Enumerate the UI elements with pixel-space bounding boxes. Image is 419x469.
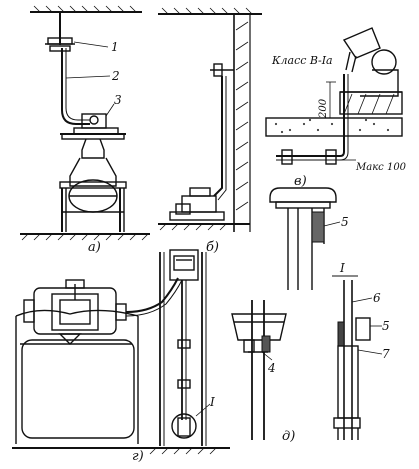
callout-3: 3 — [114, 93, 122, 107]
detail-circle-I — [171, 413, 197, 439]
callout-4: 4 — [267, 361, 276, 375]
panel-b: б) — [158, 7, 262, 255]
detail-5: 5 — [269, 187, 349, 290]
wall-hatch-b — [235, 21, 249, 211]
leader-2 — [65, 75, 111, 79]
bracket-mid-a — [49, 45, 71, 52]
cup-d — [231, 313, 287, 341]
floor-slab-v — [265, 117, 403, 137]
seal-5 — [311, 211, 325, 243]
panel-label-b: б) — [206, 240, 219, 255]
panel-label-v: в) — [294, 174, 307, 189]
machine-body-g — [21, 339, 135, 439]
panel-a: 1 2 3 а) — [20, 5, 150, 255]
panel-label-d: д) — [282, 429, 295, 444]
fixture-v — [342, 27, 381, 59]
tube-7 — [337, 345, 359, 419]
cap-top — [269, 187, 337, 203]
callout-6: 6 — [373, 291, 381, 305]
conduit-b — [213, 76, 223, 197]
dimension-200: 200 — [318, 98, 329, 119]
panel-d: 4 д) — [231, 300, 295, 444]
dimension-max: Макс 100 — [355, 162, 407, 173]
switch-box-g — [169, 249, 199, 281]
underfloor-conduit-v — [276, 148, 345, 157]
sleeve-5 — [355, 317, 371, 341]
hazard-class-label: Класс В-Iа — [271, 54, 333, 67]
detail-header-I: I — [339, 261, 345, 275]
base-b — [169, 211, 225, 221]
callout-2: 2 — [111, 69, 120, 83]
conduit-a — [61, 48, 90, 125]
detail-mark-I: I — [209, 395, 215, 409]
panel-v: Класс В-Iа 200 Макс 100 в) — [265, 27, 407, 189]
motor-shaft — [23, 299, 35, 323]
machine-frame-g — [15, 316, 139, 444]
slab-texture-v — [274, 118, 390, 134]
pump-cone-a — [69, 157, 117, 187]
callout-5b: 5 — [382, 319, 390, 333]
panel-label-a: а) — [88, 240, 101, 255]
callout-1: 1 — [111, 40, 119, 54]
panel-label-g: г) — [132, 449, 144, 464]
panel-g: I г) — [12, 249, 230, 464]
ceiling-hatch-a — [33, 5, 137, 13]
leader-3 — [105, 103, 115, 117]
leader-1 — [73, 41, 109, 48]
detail-I: I 6 5 7 — [332, 261, 390, 440]
conduit-g — [125, 277, 179, 313]
callout-5a: 5 — [341, 215, 349, 229]
callout-7: 7 — [382, 347, 390, 361]
pump-neck-a — [81, 138, 105, 159]
